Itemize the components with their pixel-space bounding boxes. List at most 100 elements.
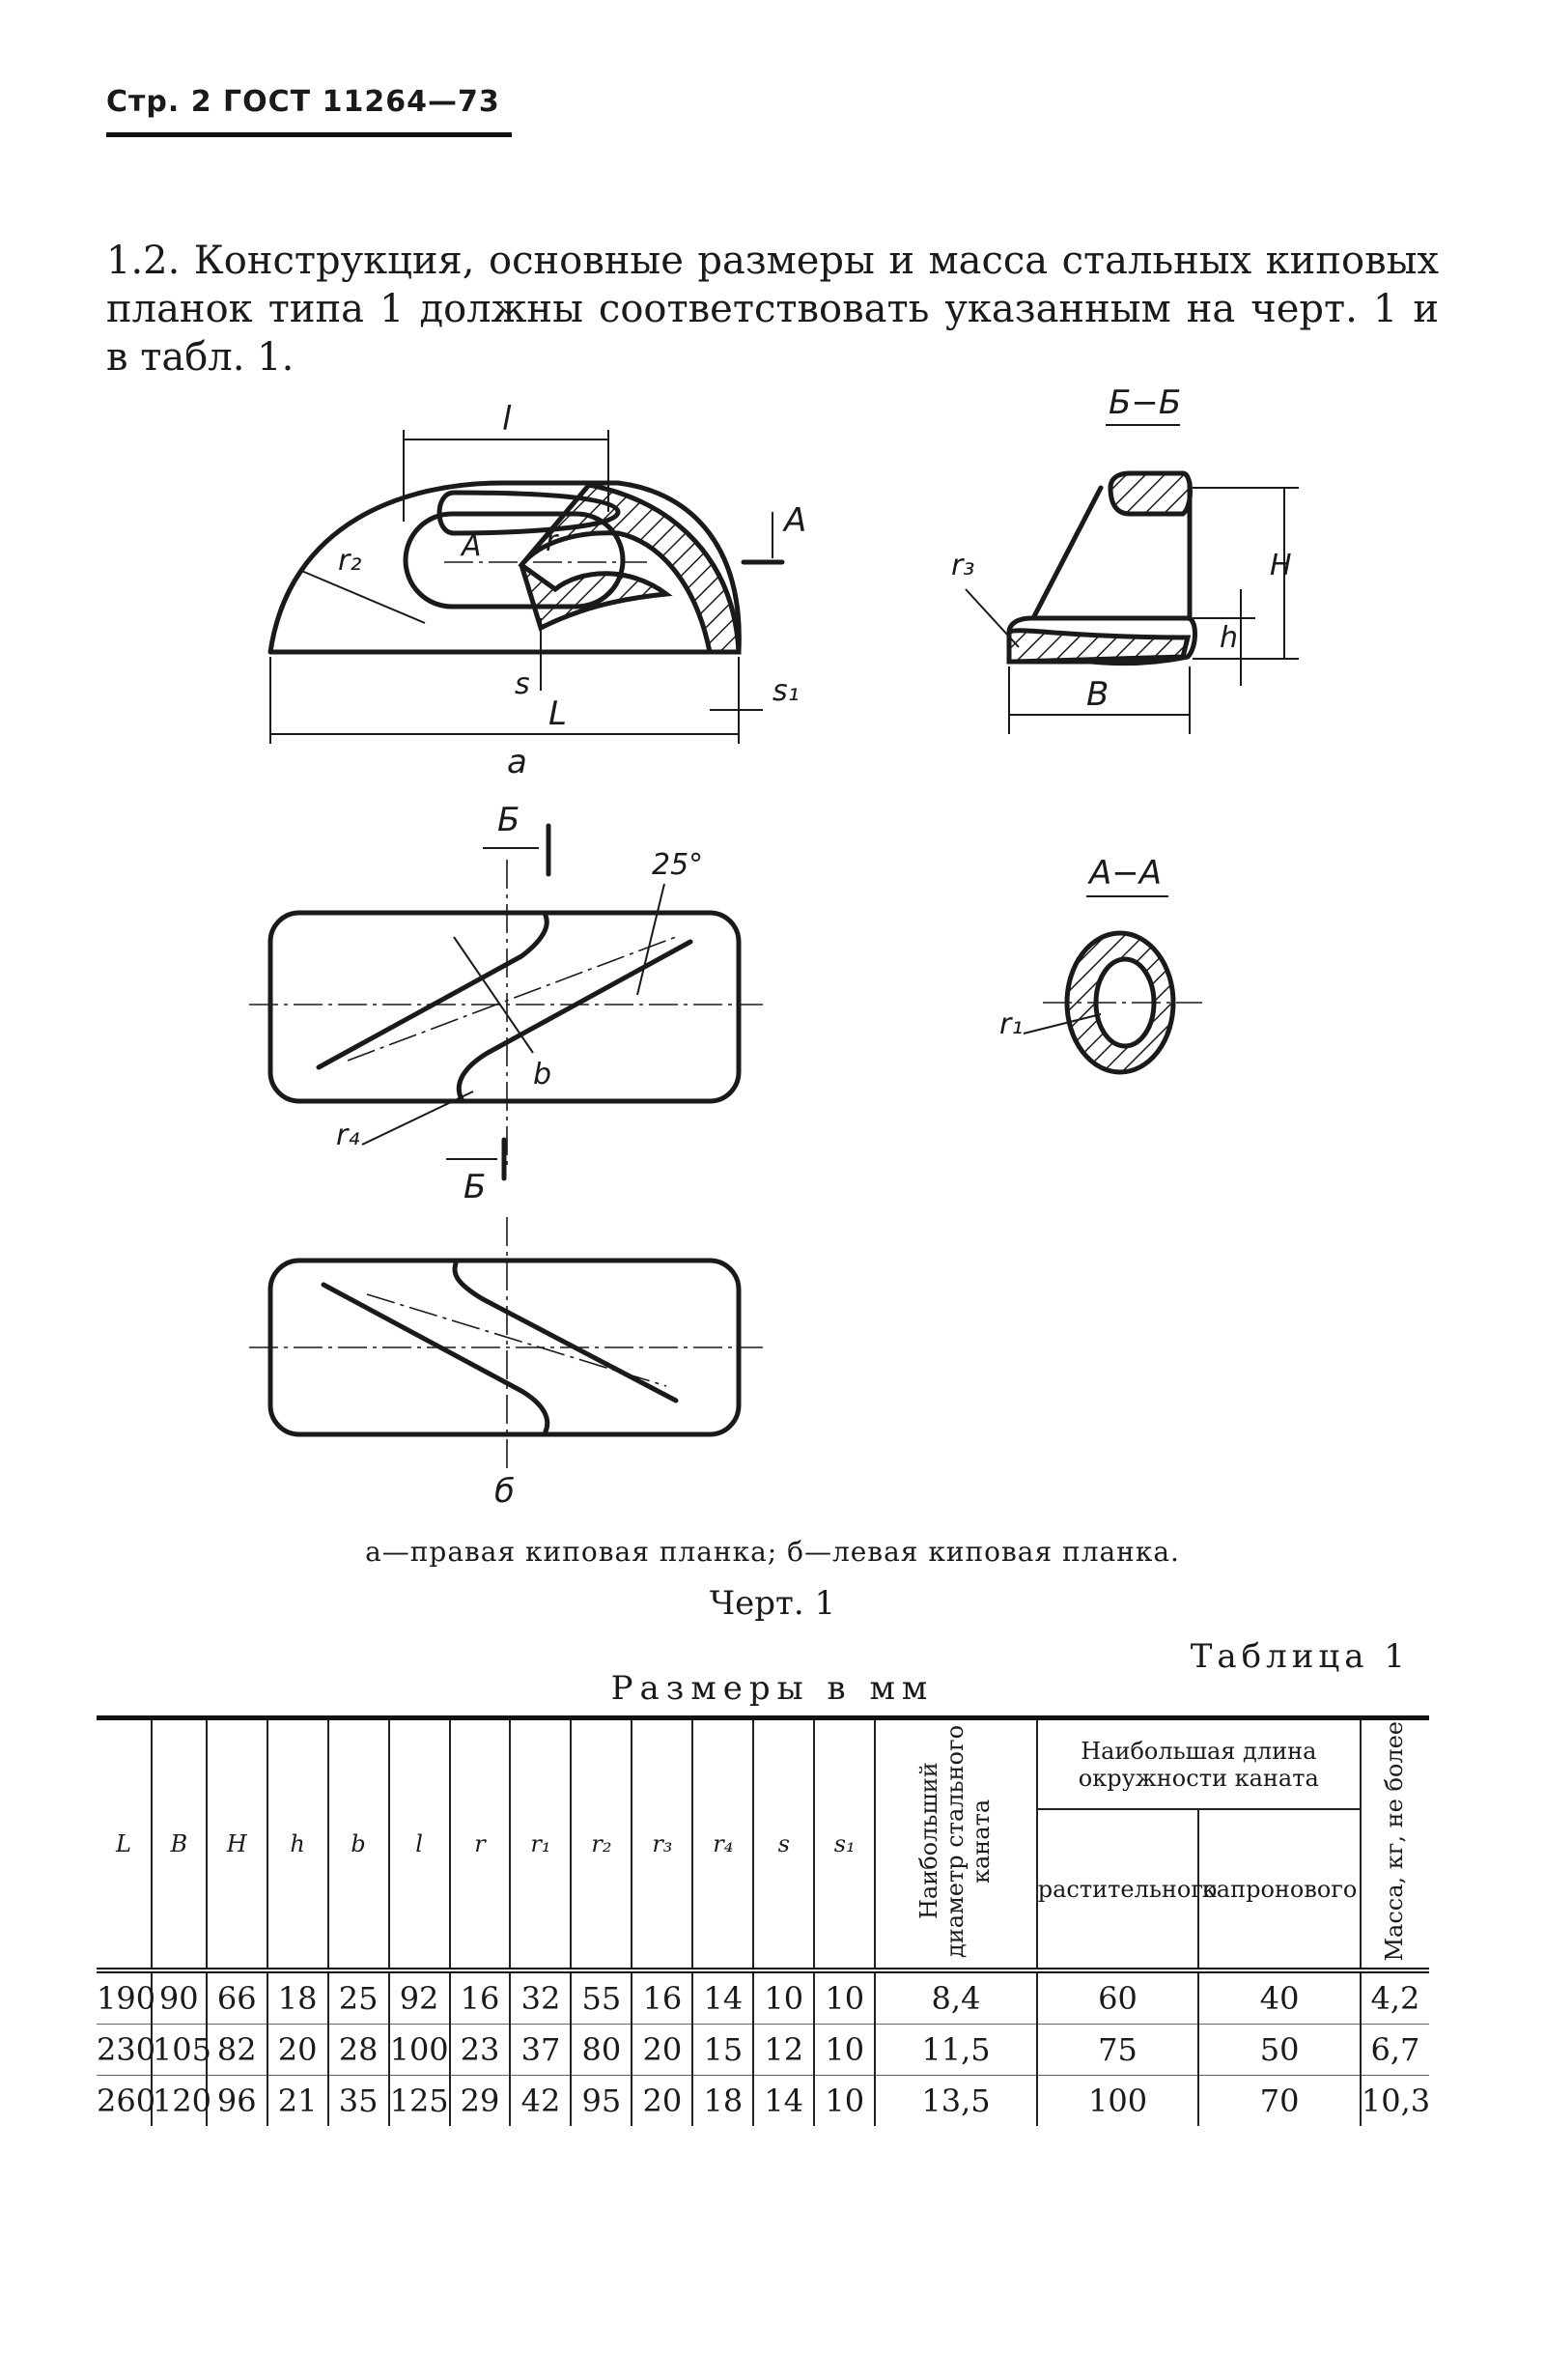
cell-L: 260 bbox=[97, 2075, 155, 2126]
cell-nylon: 40 bbox=[1197, 1968, 1362, 2025]
leader-r1 bbox=[1023, 1013, 1102, 1034]
section-bb-web bbox=[1030, 485, 1104, 621]
cell-s: 12 bbox=[752, 2024, 816, 2076]
plan-right-groove-axis bbox=[347, 936, 677, 1062]
page-header: Стр. 2 ГОСТ 11264—73 bbox=[106, 85, 512, 137]
section-bb-base bbox=[1006, 615, 1197, 666]
cell-B: 120 bbox=[150, 2075, 211, 2126]
col-header-diameter-text: Наибольший диаметр стального каната bbox=[915, 1724, 996, 1958]
col-header-diameter: Наибольший диаметр стального каната bbox=[874, 1715, 1038, 1970]
label-arrow-b-bottom: Б bbox=[464, 1168, 486, 1206]
col-header-h: h bbox=[266, 1715, 329, 1970]
table-row: 230 105 82 20 28 100 23 37 80 20 15 12 1… bbox=[97, 2024, 1429, 2076]
col-header-s1: s₁ bbox=[813, 1715, 877, 1970]
cell-b: 35 bbox=[326, 2075, 390, 2126]
cell-H: 66 bbox=[205, 1968, 268, 2025]
col-header-mass: Масса, кг, не более bbox=[1359, 1715, 1429, 1970]
col-header-nylon: капронового bbox=[1197, 1808, 1361, 1970]
label-r4: r₄ bbox=[336, 1119, 359, 1152]
cell-B: 105 bbox=[150, 2024, 211, 2076]
cell-r1: 42 bbox=[509, 2075, 573, 2126]
plan-right-groove-1 bbox=[316, 913, 549, 1070]
view-a-body bbox=[267, 480, 742, 655]
plan-left-groove-2 bbox=[452, 1261, 679, 1403]
cell-r: 16 bbox=[448, 1968, 512, 2025]
cell-r2: 95 bbox=[570, 2075, 633, 2126]
cell-r4: 15 bbox=[691, 2024, 755, 2076]
page-label: Стр. 2 bbox=[106, 85, 212, 119]
cell-h: 20 bbox=[266, 2024, 329, 2076]
label-arrow-a-inner: А bbox=[460, 529, 482, 563]
table-title: Таблица 1 bbox=[1190, 1637, 1410, 1676]
figure-title: Черт. 1 bbox=[709, 1584, 836, 1623]
plan-right-body bbox=[267, 910, 742, 1104]
cell-mass: 6,7 bbox=[1359, 2024, 1429, 2076]
cell-plant: 75 bbox=[1035, 2024, 1200, 2076]
view-a-eye-opening bbox=[403, 511, 626, 609]
label-r1: r₁ bbox=[999, 1007, 1023, 1041]
label-angle: 25° bbox=[652, 848, 703, 882]
cell-diameter: 11,5 bbox=[874, 2024, 1038, 2076]
cell-r3: 20 bbox=[631, 2024, 694, 2076]
cell-nylon: 50 bbox=[1197, 2024, 1362, 2076]
label-b: b bbox=[533, 1058, 551, 1091]
col-header-r1: r₁ bbox=[509, 1715, 573, 1970]
cell-L: 230 bbox=[97, 2024, 155, 2076]
cell-r3: 20 bbox=[631, 2075, 694, 2126]
standard-number: ГОСТ 11264—73 bbox=[223, 85, 500, 119]
cell-r: 23 bbox=[448, 2024, 512, 2076]
label-s: s bbox=[515, 667, 530, 701]
cell-r: 29 bbox=[448, 2075, 512, 2126]
leader-r4 bbox=[361, 1091, 474, 1146]
label-arrow-a: А bbox=[782, 501, 806, 540]
section-bb: Б−Б H h B r₃ bbox=[951, 383, 1299, 734]
dimensions-table-wrap: L B H h b l r r₁ r₂ r₃ r₄ s s₁ Наибольши… bbox=[97, 1715, 1430, 2126]
cell-L: 190 bbox=[97, 1968, 155, 2025]
units-label: Размеры в мм bbox=[610, 1669, 935, 1708]
col-header-r3: r₃ bbox=[631, 1715, 694, 1970]
section-bb-top-hatch bbox=[1108, 470, 1193, 517]
cell-s: 10 bbox=[752, 1968, 816, 2025]
table-row: 190 90 66 18 25 92 16 32 55 16 14 10 10 … bbox=[97, 1968, 1429, 2025]
label-arrow-b-top: Б bbox=[497, 801, 520, 839]
label-r2: r₂ bbox=[338, 544, 361, 578]
label-B: B bbox=[1086, 675, 1109, 714]
cell-b: 25 bbox=[326, 1968, 390, 2025]
cell-mass: 4,2 bbox=[1359, 1968, 1429, 2025]
cell-s1: 10 bbox=[813, 1968, 877, 2025]
cell-H: 96 bbox=[205, 2075, 268, 2126]
label-h: h bbox=[1220, 621, 1238, 655]
label-l: l bbox=[502, 400, 512, 439]
view-a-side: l r₂ r А s А s₁ L а bbox=[267, 400, 806, 781]
cell-diameter: 13,5 bbox=[874, 2075, 1038, 2126]
cell-h: 21 bbox=[266, 2075, 329, 2126]
col-header-r2: r₂ bbox=[570, 1715, 633, 1970]
cell-plant: 100 bbox=[1035, 2075, 1200, 2126]
drawing-canvas: l r₂ r А s А s₁ L а Б−Б H h B bbox=[249, 383, 1299, 1511]
label-view-b: б bbox=[494, 1472, 515, 1511]
col-header-plant: растительного bbox=[1036, 1808, 1217, 1970]
cell-plant: 60 bbox=[1035, 1968, 1200, 2025]
cell-l: 125 bbox=[387, 2075, 451, 2126]
plan-view-left: б bbox=[249, 1217, 763, 1511]
cell-r2: 80 bbox=[570, 2024, 633, 2076]
cell-r4: 14 bbox=[691, 1968, 755, 2025]
label-r3: r₃ bbox=[951, 549, 974, 582]
plan-view-right: Б 25° b r₄ Б bbox=[249, 801, 763, 1206]
col-header-s: s bbox=[752, 1715, 816, 1970]
technical-drawing: l r₂ r А s А s₁ L а Б−Б H h B bbox=[0, 357, 1545, 1536]
table-row: 260 120 96 21 35 125 29 42 95 20 18 14 1… bbox=[97, 2075, 1430, 2126]
dim-b-line bbox=[453, 936, 534, 1054]
view-a-top-slot bbox=[436, 490, 621, 536]
plan-left-groove-1 bbox=[321, 1282, 550, 1434]
col-header-b: b bbox=[326, 1715, 390, 1970]
section-bb-base-hatch bbox=[1006, 628, 1192, 665]
label-view-a: а bbox=[507, 743, 527, 781]
cell-l: 100 bbox=[387, 2024, 451, 2076]
label-section-bb: Б−Б bbox=[1109, 383, 1181, 422]
section-bb-leader-r3 bbox=[965, 588, 1020, 648]
dimensions-table: L B H h b l r r₁ r₂ r₃ r₄ s s₁ Наибольши… bbox=[97, 1715, 1430, 2126]
cell-diameter: 8,4 bbox=[874, 1968, 1038, 2025]
col-header-H: H bbox=[205, 1715, 268, 1970]
cell-s: 14 bbox=[752, 2075, 816, 2126]
